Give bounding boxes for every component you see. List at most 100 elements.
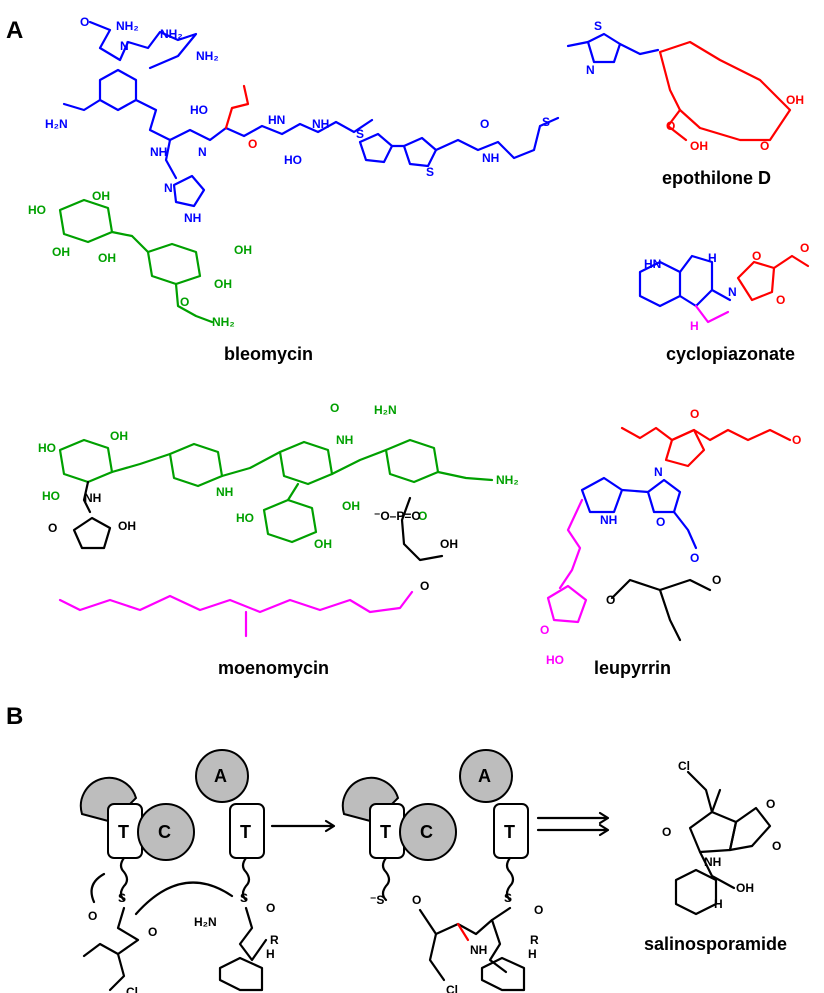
svg-text:OH: OH [214,277,232,291]
svg-text:O: O [80,15,89,29]
svg-text:NH: NH [704,855,721,869]
t-domain-2-label: T [240,822,251,842]
svg-text:HO: HO [42,489,60,503]
dipeptide-product: O NH O R Cl H [412,893,543,993]
svg-text:HO: HO [284,153,302,167]
bleomycin-label: bleomycin [224,344,313,364]
svg-text:NH: NH [216,485,233,499]
svg-text:O: O [656,515,665,529]
svg-text:NH: NH [336,433,353,447]
svg-text:O: O [690,407,699,421]
cyclopiazonate-label: cyclopiazonate [666,344,795,364]
svg-text:O: O [712,573,721,587]
svg-text:H: H [528,947,537,961]
svg-text:NH: NH [84,491,101,505]
svg-text:R: R [530,933,539,947]
svg-text:N: N [164,181,173,195]
leupyrrin-label: leupyrrin [594,658,671,678]
epothilone-d-structure: S N O OH O OH [566,19,804,153]
svg-text:N: N [728,285,737,299]
svg-text:OH: OH [98,251,116,265]
svg-text:H₂N: H₂N [45,117,68,131]
epothilone-label: epothilone D [662,168,771,188]
t-domain-4-label: T [504,822,515,842]
svg-text:O: O [772,839,781,853]
svg-text:O: O [248,137,257,151]
svg-text:NH: NH [482,151,499,165]
svg-text:H: H [690,319,699,333]
svg-text:OH: OH [92,189,110,203]
svg-text:O: O [662,825,671,839]
svg-text:O: O [760,139,769,153]
svg-text:S: S [356,127,364,141]
svg-text:NH: NH [312,117,329,131]
svg-text:O: O [180,295,189,309]
c-domain-2-label: C [420,822,433,842]
cyclopiazonate-structure: HN N H O O O H [638,241,809,333]
svg-text:O: O [480,117,489,131]
svg-text:O: O [792,433,801,447]
svg-text:O: O [420,579,429,593]
salinosporamide-structure: Cl O NH O O OH H [662,759,781,916]
svg-text:N: N [654,465,663,479]
svg-text:OH: OH [440,537,458,551]
svg-text:O: O [148,925,157,939]
svg-text:NH: NH [184,211,201,225]
svg-text:OH: OH [118,519,136,533]
svg-text:OH: OH [110,429,128,443]
svg-text:O: O [690,551,699,565]
svg-text:O: O [666,119,675,133]
svg-text:O: O [48,521,57,535]
svg-text:OH: OH [52,245,70,259]
t-domain-3-label: T [380,822,391,842]
svg-text:S: S [504,891,512,905]
svg-text:S: S [240,891,248,905]
svg-text:Cl: Cl [678,759,690,773]
panel-label-b: B [6,703,23,730]
c-domain-2 [399,803,457,861]
svg-text:R: R [270,933,279,947]
leupyrrin-structure: O O NH N O O O HO O O [540,407,801,667]
svg-text:NH: NH [470,943,487,957]
svg-text:O: O [412,893,421,907]
svg-text:O: O [266,901,275,915]
svg-text:O: O [88,909,97,923]
svg-text:H₂N: H₂N [374,403,397,417]
svg-text:NH₂: NH₂ [116,19,139,33]
panel-label-a: A [6,17,23,44]
svg-text:O: O [766,797,775,811]
svg-text:HO: HO [28,203,46,217]
svg-text:O: O [606,593,615,607]
svg-text:N: N [198,145,207,159]
svg-text:O: O [752,249,761,263]
svg-text:NH: NH [150,145,167,159]
module-1-nrps: T C S [79,776,195,905]
svg-text:HN: HN [644,257,661,271]
salinosporamide-label: salinosporamide [644,934,787,954]
a-domain-2 [459,749,513,803]
svg-text:HO: HO [190,103,208,117]
svg-text:OH: OH [690,139,708,153]
svg-text:S: S [118,891,126,905]
a-domain-1 [195,749,249,803]
svg-text:OH: OH [314,537,332,551]
svg-text:OH: OH [234,243,252,257]
svg-text:H: H [708,251,717,265]
svg-text:H: H [714,897,723,911]
module-2-nrps: A T S [195,749,265,905]
svg-text:N: N [586,63,595,77]
svg-text:N: N [120,39,129,53]
svg-text:S: S [426,165,434,179]
svg-text:NH₂: NH₂ [496,473,519,487]
bleomycin-structure: O NH₂ N NH₂ NH₂ H₂N NH HO N HN HO NH S S… [28,15,560,329]
svg-text:H₂N: H₂N [194,915,217,929]
module-3-nrps: T C ⁻S A T S [341,749,529,907]
svg-text:HO: HO [38,441,56,455]
svg-text:S: S [542,115,550,129]
svg-text:Cl: Cl [446,983,458,993]
moenomycin-label: moenomycin [218,658,329,678]
svg-text:H: H [266,947,275,961]
a-domain-2-label: A [478,766,491,786]
c-domain-1-label: C [158,822,171,842]
